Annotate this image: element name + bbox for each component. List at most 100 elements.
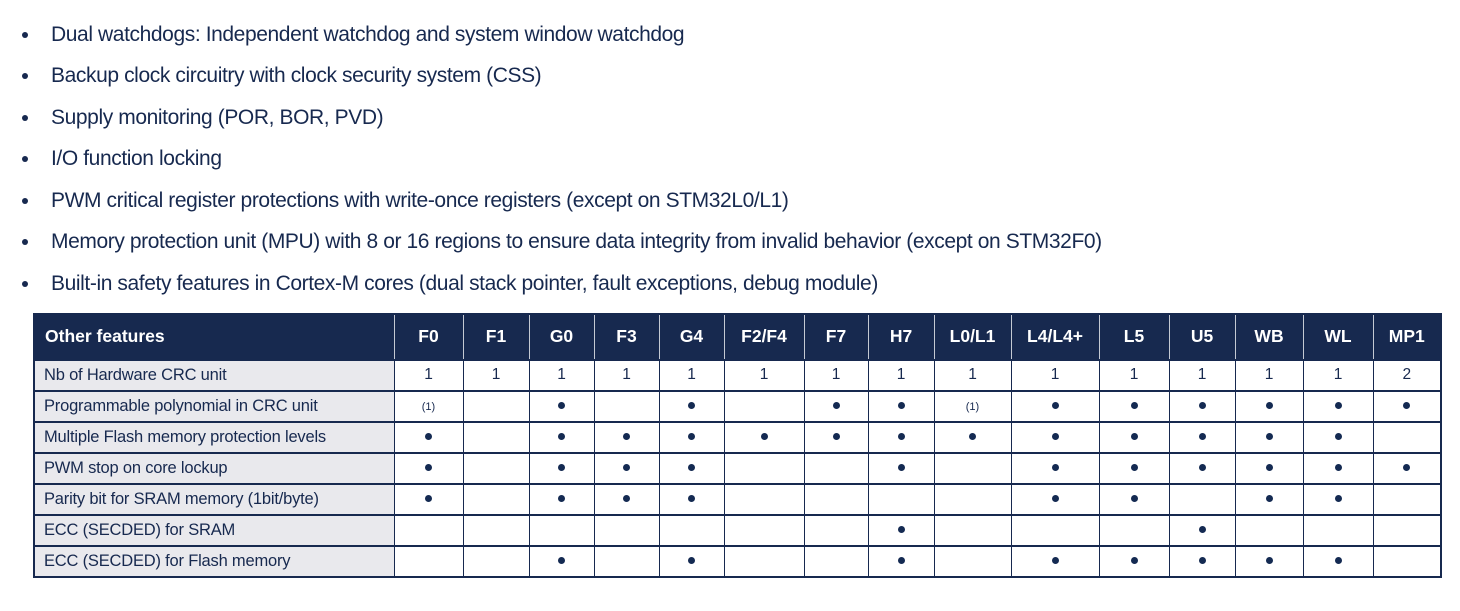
feature-cell <box>1098 451 1170 485</box>
feature-cell <box>1302 513 1374 547</box>
feature-dot-icon <box>1130 495 1138 503</box>
feature-dot-icon <box>897 433 905 441</box>
feature-dot-icon <box>1051 402 1059 410</box>
feature-cell <box>1010 420 1100 454</box>
feature-dot-icon <box>1198 433 1206 441</box>
feature-cell <box>1234 544 1304 578</box>
feature-dot-icon <box>1265 495 1273 503</box>
feature-cell <box>1010 544 1100 578</box>
feature-cell: 1 <box>1010 358 1100 392</box>
feature-cell <box>462 420 530 454</box>
feature-cell <box>1098 513 1170 547</box>
feature-cell <box>528 513 595 547</box>
column-header-f1: F1 <box>462 313 529 361</box>
feature-dot-icon <box>688 402 695 410</box>
feature-dot-icon <box>1051 557 1059 565</box>
feature-dot-icon <box>1130 433 1138 441</box>
bullet-dot-icon <box>22 156 28 163</box>
feature-cell <box>867 451 935 485</box>
feature-cell <box>723 544 805 578</box>
feature-dot-icon <box>558 464 565 472</box>
table-row: PWM stop on core lockup <box>33 451 1442 485</box>
column-header-wl: WL <box>1302 313 1373 361</box>
feature-cell <box>1234 451 1304 485</box>
feature-cell <box>933 513 1012 547</box>
feature-dot-icon <box>1265 557 1273 565</box>
feature-cell <box>528 451 595 485</box>
feature-cell: 1 <box>723 358 805 392</box>
feature-cell <box>1010 451 1100 485</box>
feature-dot-icon <box>688 433 695 441</box>
column-header-u5: U5 <box>1168 313 1235 361</box>
feature-cell <box>1302 420 1374 454</box>
feature-cell <box>1372 513 1442 547</box>
column-header-mp1: MP1 <box>1372 313 1441 361</box>
feature-cell <box>593 544 660 578</box>
feature-cell <box>1098 420 1170 454</box>
feature-dot-icon <box>688 464 695 472</box>
feature-cell <box>528 420 595 454</box>
bullet-list: Dual watchdogs: Independent watchdog and… <box>0 14 1460 305</box>
feature-dot-icon <box>1334 464 1342 472</box>
table-row: ECC (SECDED) for SRAM <box>33 513 1442 547</box>
feature-cell: 1 <box>528 358 595 392</box>
feature-cell: 1 <box>1098 358 1170 392</box>
feature-cell: 2 <box>1372 358 1442 392</box>
feature-cell: (1) <box>393 389 464 423</box>
footnote-marker: (1) <box>965 401 980 413</box>
feature-cell <box>393 482 464 516</box>
feature-dot-icon <box>425 433 432 441</box>
slide: Dual watchdogs: Independent watchdog and… <box>0 14 1460 578</box>
feature-cell <box>867 513 935 547</box>
bullet-dot-icon <box>22 239 28 246</box>
feature-cell <box>393 420 464 454</box>
feature-dot-icon <box>1130 402 1138 410</box>
feature-cell: 1 <box>1168 358 1236 392</box>
row-label: ECC (SECDED) for SRAM <box>33 513 395 547</box>
feature-cell <box>1372 420 1442 454</box>
column-header-f3: F3 <box>593 313 659 361</box>
feature-cell <box>803 513 869 547</box>
feature-cell: (1) <box>933 389 1012 423</box>
feature-cell <box>593 513 660 547</box>
feature-dot-icon <box>1198 526 1206 534</box>
bullet-item: Dual watchdogs: Independent watchdog and… <box>0 14 1460 56</box>
feature-cell <box>803 451 869 485</box>
feature-dot-icon <box>897 526 905 534</box>
feature-cell <box>593 420 660 454</box>
feature-dot-icon <box>1334 495 1342 503</box>
feature-dot-icon <box>558 495 565 503</box>
table-row: Programmable polynomial in CRC unit(1)(1… <box>33 389 1442 423</box>
column-header-l5: L5 <box>1098 313 1169 361</box>
column-header-f0: F0 <box>393 313 463 361</box>
column-header-f2-f4: F2/F4 <box>723 313 804 361</box>
bullet-item: Backup clock circuitry with clock securi… <box>0 56 1460 98</box>
feature-dot-icon <box>623 495 630 503</box>
table-row: ECC (SECDED) for Flash memory <box>33 544 1442 578</box>
feature-cell <box>1234 482 1304 516</box>
feature-dot-icon <box>558 402 565 410</box>
feature-dot-icon <box>1130 557 1138 565</box>
column-header-l4-l4-: L4/L4+ <box>1010 313 1099 361</box>
feature-cell <box>528 389 595 423</box>
feature-cell <box>462 451 530 485</box>
feature-dot-icon <box>969 433 976 441</box>
feature-cell <box>803 482 869 516</box>
bullet-item: Memory protection unit (MPU) with 8 or 1… <box>0 222 1460 264</box>
feature-cell <box>1372 482 1442 516</box>
feature-cell: 1 <box>1234 358 1304 392</box>
feature-dot-icon <box>1051 464 1059 472</box>
feature-dot-icon <box>1265 464 1273 472</box>
feature-dot-icon <box>1403 402 1411 410</box>
feature-cell <box>1302 482 1374 516</box>
feature-dot-icon <box>1265 402 1273 410</box>
feature-cell <box>593 451 660 485</box>
feature-cell <box>1372 389 1442 423</box>
feature-cell <box>1168 544 1236 578</box>
feature-cell <box>1098 389 1170 423</box>
feature-dot-icon <box>1130 464 1138 472</box>
